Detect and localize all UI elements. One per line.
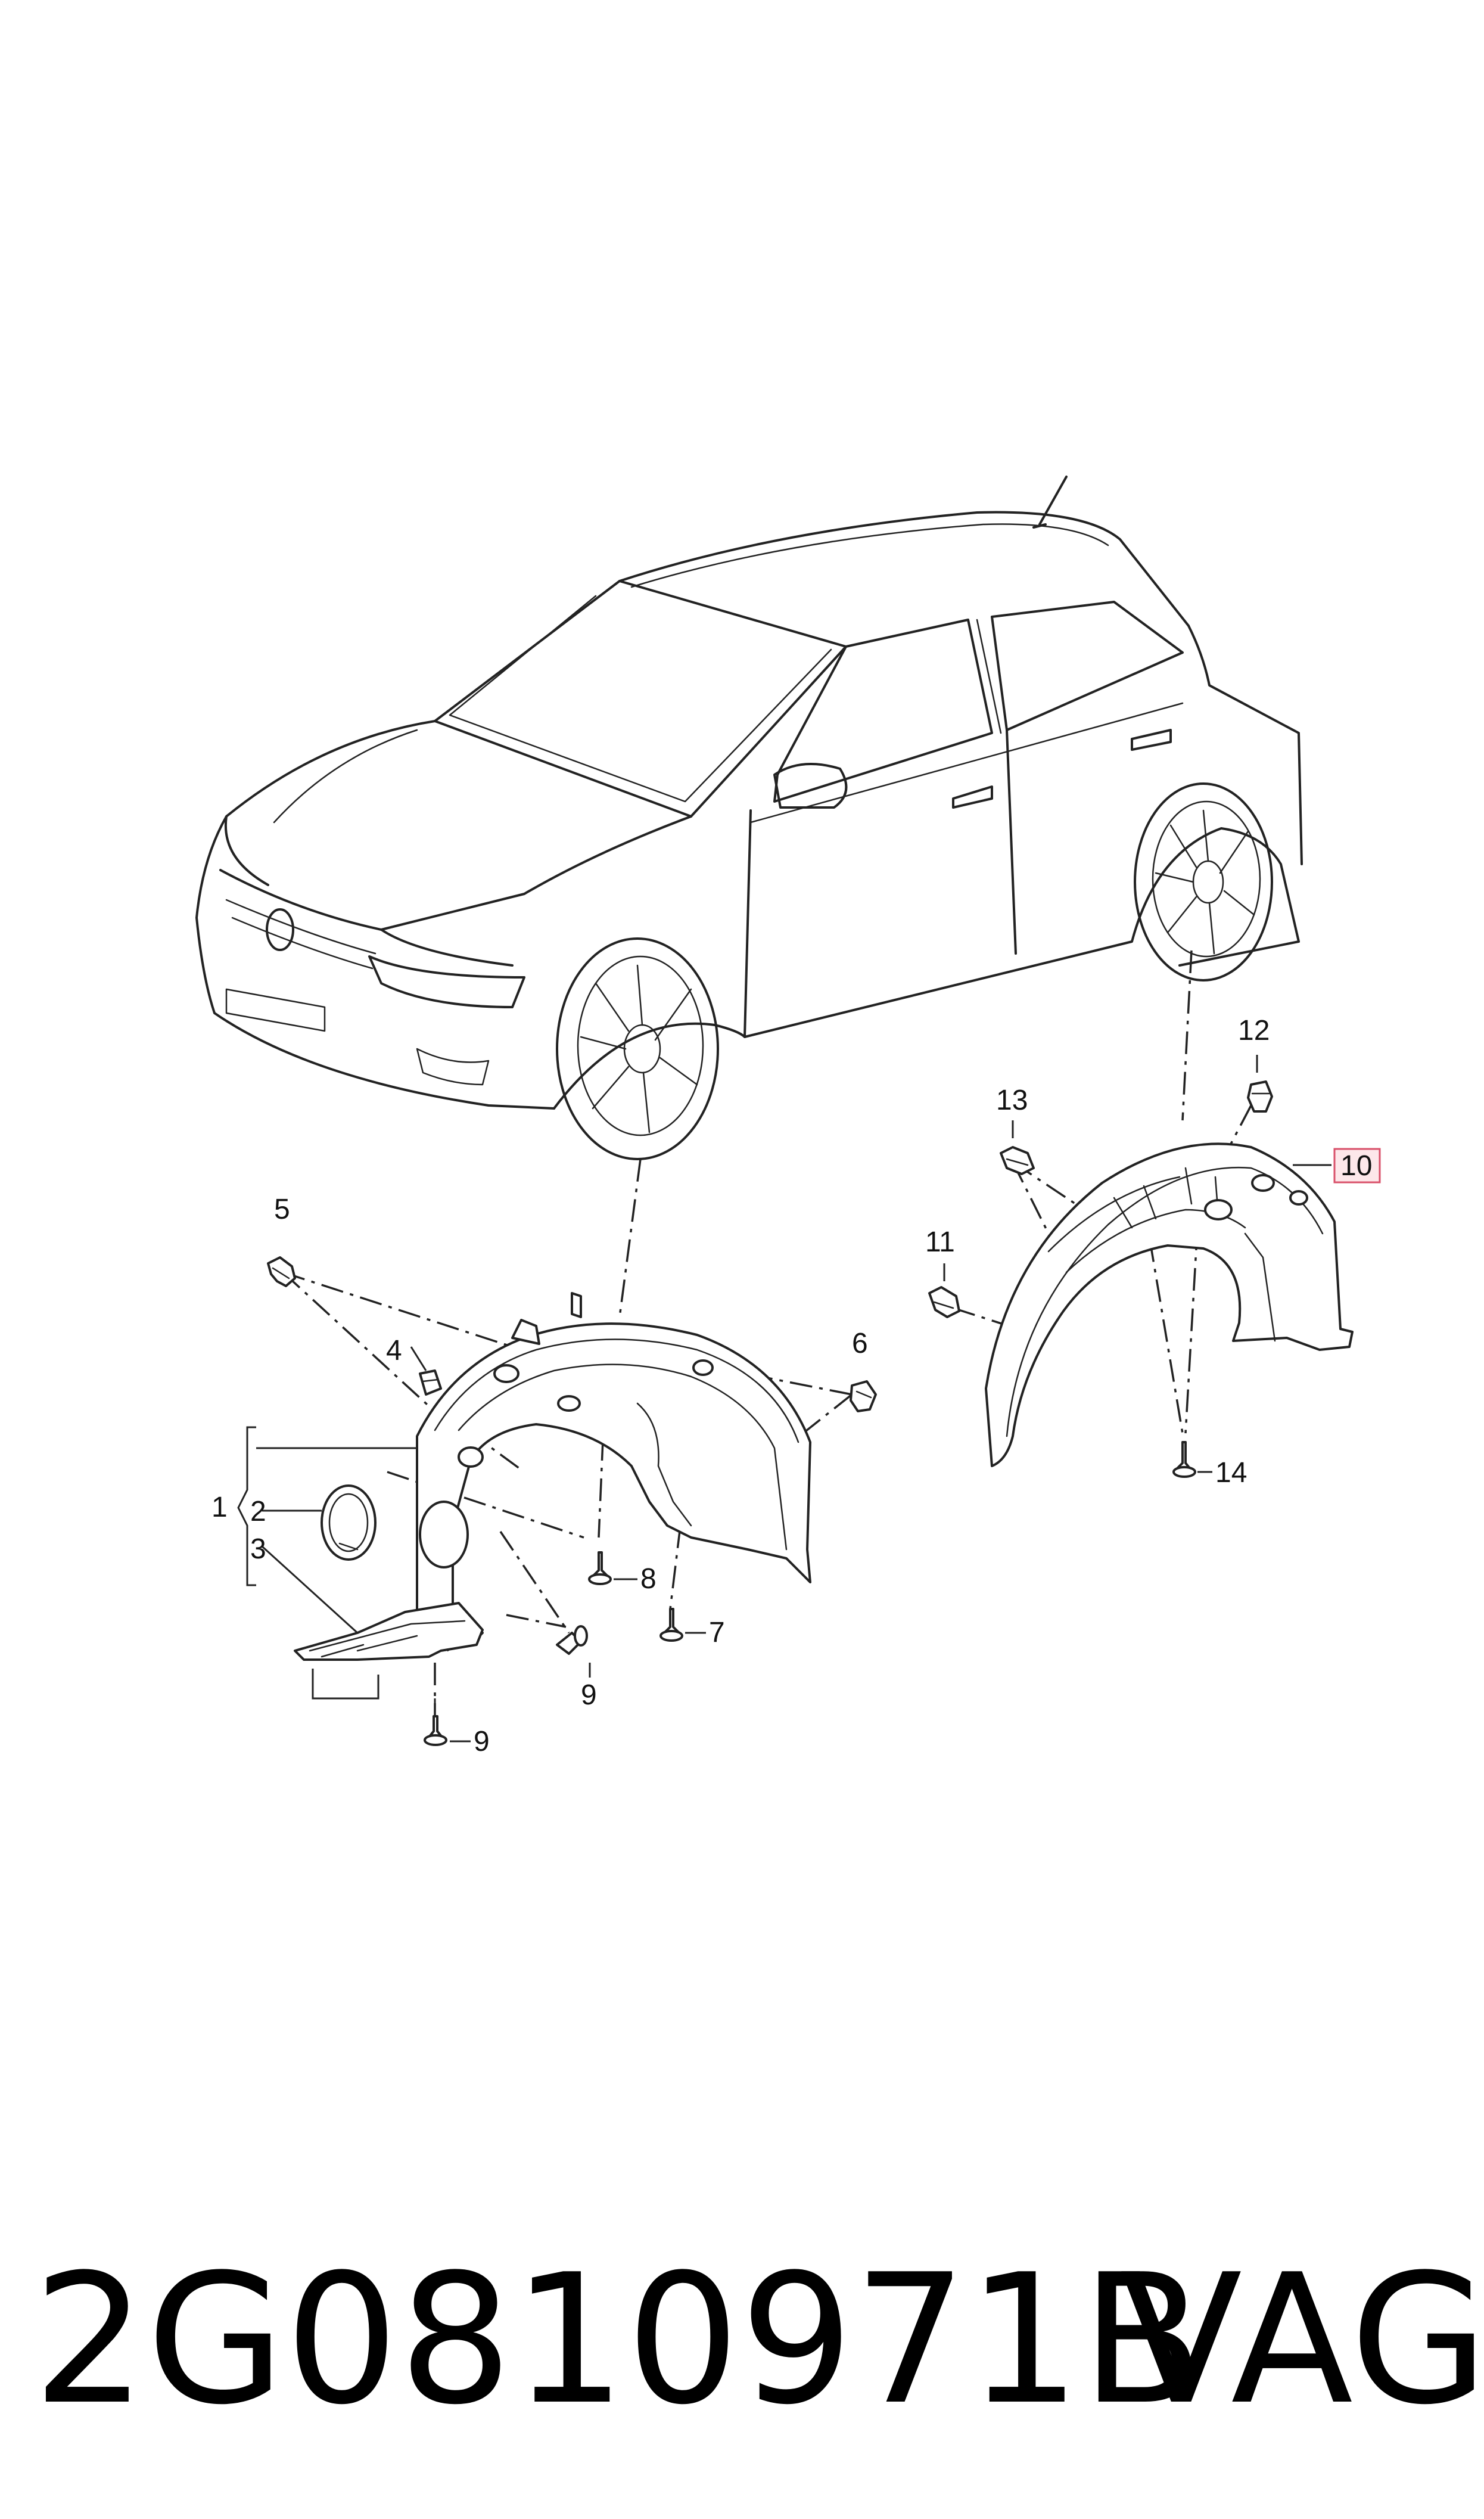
front-wheel bbox=[556, 937, 719, 1160]
rear-liner-shell bbox=[985, 1142, 1354, 1467]
fastener-12 bbox=[1247, 1080, 1273, 1113]
fastener-4 bbox=[419, 1369, 442, 1396]
brand-label: VAG bbox=[1120, 2236, 1484, 2444]
screw-9b bbox=[424, 1715, 447, 1746]
callout-2: 2 bbox=[250, 1496, 266, 1527]
callout-5: 5 bbox=[274, 1194, 290, 1225]
callout-13: 13 bbox=[996, 1085, 1028, 1116]
callout-9b: 9 bbox=[474, 1726, 490, 1757]
callout-3: 3 bbox=[250, 1533, 266, 1565]
callout-labels: 1 2 3 4 5 6 7 8 9 9 10 11 12 13 14 bbox=[211, 1015, 1381, 1757]
screw-8 bbox=[588, 1551, 612, 1585]
fastener-5 bbox=[267, 1256, 296, 1287]
front-liner-shell bbox=[416, 1322, 811, 1646]
callout-10: 10 bbox=[1340, 1150, 1372, 1182]
callout-8: 8 bbox=[640, 1563, 657, 1595]
callout-10-highlight bbox=[1333, 1148, 1381, 1184]
rear-wheel bbox=[1134, 782, 1273, 981]
car-illustration bbox=[195, 476, 1303, 1160]
callout-6: 6 bbox=[852, 1328, 868, 1359]
liner-round-opening bbox=[419, 1501, 469, 1568]
part-number: 2G0810971B bbox=[33, 2236, 1203, 2444]
screw-9a bbox=[556, 1625, 588, 1655]
callout-7: 7 bbox=[709, 1617, 725, 1648]
screw-14 bbox=[1172, 1441, 1196, 1478]
fastener-11 bbox=[928, 1286, 960, 1318]
callout-11: 11 bbox=[925, 1226, 955, 1258]
callout-12: 12 bbox=[1238, 1015, 1270, 1046]
screw-7 bbox=[659, 1608, 683, 1642]
part-2-cover bbox=[321, 1484, 377, 1561]
fastener-6 bbox=[850, 1380, 877, 1412]
part-3-lower-section bbox=[294, 1602, 484, 1661]
fastener-13 bbox=[1000, 1146, 1035, 1175]
front-wheel-housing-liner-group bbox=[237, 1158, 877, 1746]
callout-14: 14 bbox=[1215, 1457, 1247, 1489]
callout-1: 1 bbox=[211, 1492, 228, 1523]
rear-wheel-housing-liner-group bbox=[928, 950, 1354, 1478]
callout-9a: 9 bbox=[581, 1679, 597, 1711]
callout-4: 4 bbox=[386, 1335, 402, 1366]
